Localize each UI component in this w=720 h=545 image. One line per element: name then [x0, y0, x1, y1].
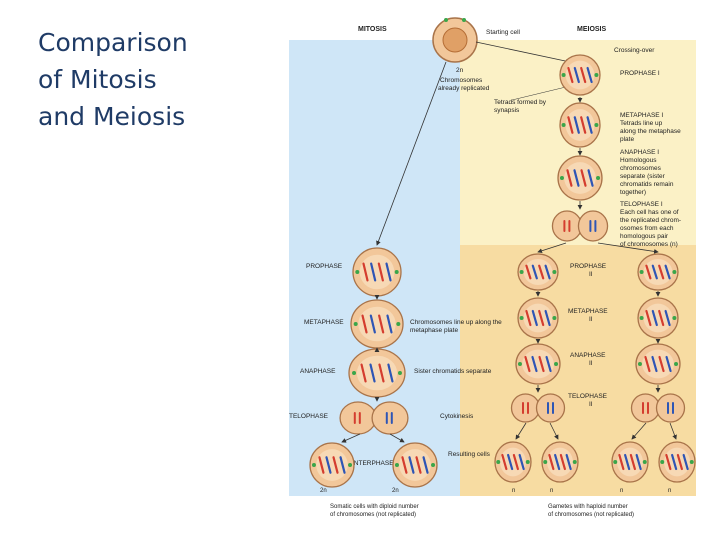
mitosis-header: MITOSIS	[358, 26, 387, 33]
anaphase-I-desc: chromatids remain	[620, 181, 674, 188]
metaphase-I-desc: plate	[620, 136, 634, 143]
title-line-3: and Meiosis	[38, 102, 186, 131]
title-line-1: Comparison	[38, 28, 188, 57]
cell-illustrations	[309, 54, 696, 488]
telophase-I-cell	[551, 210, 609, 242]
telophase-II-sub: II	[589, 401, 593, 408]
crossing-over-label: Crossing-over	[614, 47, 655, 54]
starting-cell	[432, 17, 478, 63]
anaphase-II-label: ANAPHASE	[570, 352, 606, 359]
starting-cell-ploidy: 2n	[456, 67, 464, 74]
gamete-cell-4	[658, 441, 696, 483]
mitosis-anaphase-note: Sister chromatids separate	[414, 368, 492, 375]
mitosis-prophase-label: PROPHASE	[306, 263, 343, 270]
mitosis-interphase-label: INTERPHASE	[352, 460, 394, 467]
mitosis-result-ploidy-1: 2n	[320, 488, 327, 494]
telophase-II-cell-1	[510, 393, 566, 423]
footer-mitosis-1: Somatic cells with diploid number	[330, 504, 419, 510]
mitosis-metaphase-note-1: Chromosomes line up along the	[410, 319, 502, 326]
mitosis-prophase-cell	[352, 247, 402, 297]
metaphase-I-desc: along the metaphase	[620, 128, 681, 135]
mitosis-cytokinesis-note: Cytokinesis	[440, 413, 474, 420]
anaphase-II-sub: II	[589, 360, 593, 367]
metaphase-II-label: METAPHASE	[568, 308, 608, 315]
telophase-I-label: TELOPHASE I	[620, 201, 663, 208]
meiosis-header: MEIOSIS	[577, 26, 607, 33]
prophase-II-label: PROPHASE	[570, 263, 607, 270]
stage-arrow	[341, 433, 361, 443]
anaphase-I-cell	[557, 155, 603, 201]
anaphase-I-desc: together)	[620, 189, 646, 196]
footer-mitosis-2: of chromosomes (not replicated)	[330, 512, 416, 518]
mitosis-telophase-label: TELOPHASE	[289, 413, 329, 420]
metaphase-I-cell	[559, 102, 601, 148]
resulting-cells-note: Resulting cells	[448, 451, 491, 458]
tetrads-label-1: Tetrads formed by	[494, 99, 547, 106]
meiosis-result-ploidy-2: n	[550, 488, 553, 494]
telophase-II-cell-2	[630, 393, 686, 423]
slide-title: Comparison of Mitosis and Meiosis	[38, 24, 258, 135]
anaphase-II-cell-1	[515, 343, 561, 385]
metaphase-II-cell-1	[517, 297, 559, 339]
tetrads-label-2: synapsis	[494, 107, 520, 114]
gamete-cell-1	[494, 441, 532, 483]
tetrads-pointer	[511, 85, 571, 101]
telophase-I-desc: the replicated chrom-	[620, 217, 681, 224]
mitosis-anaphase-cell	[348, 348, 406, 398]
metaphase-I-label: METAPHASE I	[620, 112, 663, 119]
mitosis-metaphase-cell	[350, 299, 404, 349]
stage-arrow	[631, 422, 647, 440]
gamete-cell-3	[611, 441, 649, 483]
mitosis-metaphase-label: METAPHASE	[304, 319, 344, 326]
mitosis-result-ploidy-2: 2n	[392, 488, 399, 494]
stage-arrows	[341, 97, 677, 443]
mitosis-daughter-cell-1	[309, 442, 355, 488]
mitosis-meiosis-figure: MITOSIS MEIOSIS Starting cell 2n Chromos…	[280, 0, 720, 540]
telophase-I-desc: of chromosomes (n)	[620, 241, 678, 248]
meiosis-result-ploidy-3: n	[620, 488, 623, 494]
meiosis-result-ploidy-4: n	[668, 488, 671, 494]
gamete-cell-2	[541, 441, 579, 483]
stage-arrow	[515, 422, 527, 440]
telophase-I-desc: osomes from each	[620, 225, 674, 232]
mitosis-anaphase-label: ANAPHASE	[300, 368, 336, 375]
telophase-I-desc: homologous pair	[620, 233, 669, 240]
replicated-note-2: already replicated	[438, 85, 490, 92]
title-line-2: of Mitosis	[38, 65, 157, 94]
telophase-II-label: TELOPHASE	[568, 393, 608, 400]
anaphase-II-cell-2	[635, 343, 681, 385]
starting-cell-label: Starting cell	[486, 29, 521, 36]
prophase-I-cell	[559, 54, 601, 96]
metaphase-II-cell-2	[637, 297, 679, 339]
prophase-II-cell-2	[637, 253, 679, 291]
metaphase-I-desc: Tetrads line up	[620, 120, 663, 127]
replicated-note-1: Chromosomes	[440, 77, 483, 84]
anaphase-I-desc: separate (sister	[620, 173, 666, 180]
prophase-II-cell-1	[517, 253, 559, 291]
mitosis-metaphase-note-2: metaphase plate	[410, 327, 458, 334]
footer-meiosis-2: of chromosomes (not replicated)	[548, 512, 634, 518]
stage-arrow	[669, 422, 677, 440]
mitosis-daughter-cell-2	[392, 442, 438, 488]
meiosis-result-ploidy-1: n	[512, 488, 515, 494]
anaphase-I-desc: chromosomes	[620, 165, 662, 172]
stage-arrow	[597, 242, 659, 254]
telophase-I-desc: Each cell has one of	[620, 209, 679, 216]
mitosis-telophase-cell	[339, 401, 409, 435]
prophase-I-label: PROPHASE I	[620, 70, 660, 77]
anaphase-I-desc: Homologous	[620, 157, 657, 164]
stage-arrow	[389, 433, 405, 443]
footer-meiosis-1: Gametes with haploid number	[548, 504, 628, 510]
arrow-to-mitosis	[376, 61, 447, 246]
prophase-II-sub: II	[589, 271, 593, 278]
arrow-to-meiosis	[475, 41, 571, 64]
stage-arrow	[549, 422, 559, 440]
metaphase-II-sub: II	[589, 316, 593, 323]
stage-arrow	[537, 242, 567, 254]
anaphase-I-label: ANAPHASE I	[620, 149, 659, 156]
